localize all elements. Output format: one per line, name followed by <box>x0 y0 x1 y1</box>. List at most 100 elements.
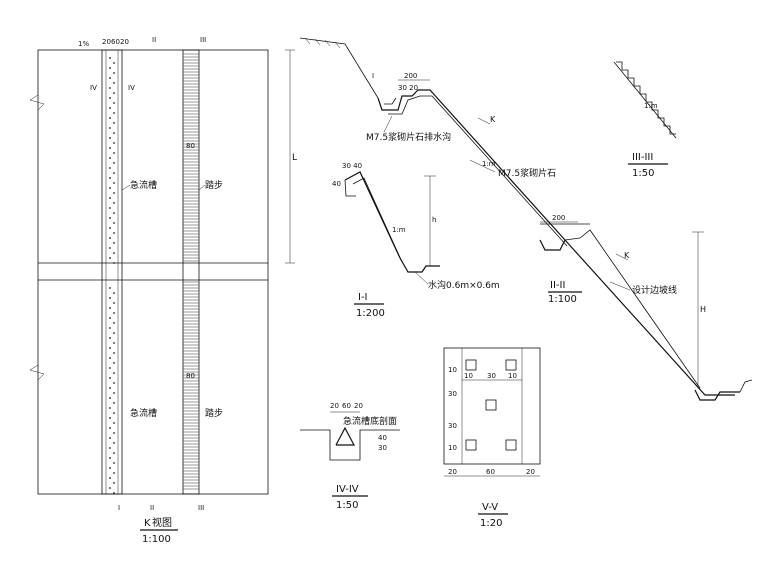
section-IV-IV: 20 60 20 急流槽底剖面 30 40 IV-IV 1:50 <box>300 402 400 511</box>
dim-80-1: 80 <box>186 142 195 150</box>
chute-dot-pattern <box>109 57 115 494</box>
step-label-1: 踏步 <box>205 179 223 191</box>
sec-IV-title: IV-IV <box>336 484 359 495</box>
chute-dot <box>109 437 111 439</box>
chute-dot <box>109 227 111 229</box>
chute-dot <box>113 202 115 204</box>
chute-dot <box>109 147 111 149</box>
chute-dot <box>109 337 111 339</box>
chute-dot <box>113 472 115 474</box>
chute-dot <box>113 222 115 224</box>
chute-dot <box>113 262 115 264</box>
slope-mark: 1% <box>78 40 89 48</box>
k-view-plan: L 20 60 20 1% II III IV IV 急流槽 急流槽 踏步 踏步… <box>29 36 297 545</box>
sec-mark-I-bottom: I <box>118 504 120 512</box>
chute-dot <box>113 352 115 354</box>
sec-V-left-dim-2: 30 <box>448 422 457 430</box>
chute-dot <box>113 292 115 294</box>
chute-dot <box>113 332 115 334</box>
chute-dot <box>113 182 115 184</box>
chute-dot <box>113 322 115 324</box>
section-I-I: h 30 40 40 1:m 水沟0.6m×0.6m I-I 1:200 <box>332 162 500 319</box>
sec-V-bottom-dim-0: 20 <box>448 468 457 476</box>
chute-dot <box>109 157 111 159</box>
sec-III-title: III-III <box>632 152 653 163</box>
chute-dot <box>113 142 115 144</box>
sec-IV-label: 急流槽底剖面 <box>343 415 397 427</box>
chute-dot <box>109 377 111 379</box>
chute-dot <box>113 372 115 374</box>
sec-V-title: V-V <box>482 502 498 513</box>
chute-dot <box>113 62 115 64</box>
dim-20a: 20 <box>102 38 111 46</box>
chute-dot <box>113 212 115 214</box>
chute-strip <box>101 49 123 495</box>
chute-label-2: 急流槽 <box>130 407 157 419</box>
chute-dot <box>109 167 111 169</box>
chute-dot <box>109 457 111 459</box>
sec-I-dim-h: h <box>432 216 436 224</box>
chute-dot <box>113 342 115 344</box>
sec-IV-dim-1: 60 <box>342 402 351 410</box>
step-label-2: 踏步 <box>205 407 223 419</box>
chute-label-1: 急流槽 <box>130 179 157 191</box>
label-design-slope: 设计边坡线 <box>632 284 677 296</box>
chute-dot <box>113 82 115 84</box>
k-view-label-view: 视图 <box>152 516 172 529</box>
chute-dot <box>113 432 115 434</box>
sec-IV-scale: 1:50 <box>336 500 358 511</box>
chute-dot <box>109 447 111 449</box>
sec-III-slope: 1:m <box>644 102 658 110</box>
sec-IV-dim-2: 20 <box>354 402 363 410</box>
chute-dot <box>113 302 115 304</box>
sec-I-scale: 1:200 <box>356 308 385 319</box>
chute-dot <box>113 192 115 194</box>
label-ditch: 水沟0.6m×0.6m <box>428 279 500 291</box>
chute-dot <box>109 177 111 179</box>
section-V-V: 10 30 10 10 30 30 10 20 60 20 V-V 1:20 <box>443 347 541 529</box>
chute-dot <box>109 287 111 289</box>
chute-dot <box>109 247 111 249</box>
chute-dot <box>109 207 111 209</box>
chute-dot <box>113 252 115 254</box>
chute-dot <box>113 402 115 404</box>
chute-dot <box>109 297 111 299</box>
sec-IV-dim-30: 30 <box>378 444 387 452</box>
chute-dot <box>113 72 115 74</box>
chute-dot <box>109 407 111 409</box>
chute-dot <box>113 122 115 124</box>
chute-dot <box>109 357 111 359</box>
sec-mark-III-top: III <box>200 36 206 44</box>
k-view-label-k: K <box>144 518 151 529</box>
chute-dot <box>109 327 111 329</box>
sec-mark-II-bottom: II <box>150 504 154 512</box>
sec-V-left-dim-1: 30 <box>448 390 457 398</box>
chute-dot <box>109 67 111 69</box>
chute-dot <box>109 57 111 59</box>
sec-II-title: II-II <box>550 280 565 291</box>
sec-V-bottom-dim-1: 60 <box>486 468 495 476</box>
step-strip <box>182 49 200 495</box>
main-slope-profile: 200 30 20 200 I M7.5浆砌片石排水沟 M7.5浆砌片石 1:m… <box>299 37 753 401</box>
chute-dot <box>113 112 115 114</box>
sec-V-left-dim-0: 10 <box>448 366 457 374</box>
chute-dot <box>113 462 115 464</box>
sec-V-top-dim-1: 30 <box>487 372 496 380</box>
chute-dot <box>109 397 111 399</box>
chute-dot <box>113 422 115 424</box>
chute-dot <box>113 442 115 444</box>
dim-20b: 20 <box>120 38 129 46</box>
chute-dot <box>109 477 111 479</box>
sec-II-scale: 1:100 <box>548 294 577 305</box>
chute-dot <box>109 467 111 469</box>
chute-dot <box>109 427 111 429</box>
chute-dot <box>109 217 111 219</box>
chute-dot <box>109 197 111 199</box>
chute-dot <box>113 172 115 174</box>
dim-H: H <box>700 305 706 314</box>
chute-dot <box>113 232 115 234</box>
chute-dot <box>113 492 115 494</box>
label-masonry-drain: M7.5浆砌片石排水沟 <box>366 131 451 143</box>
sec-III-scale: 1:50 <box>632 168 654 179</box>
